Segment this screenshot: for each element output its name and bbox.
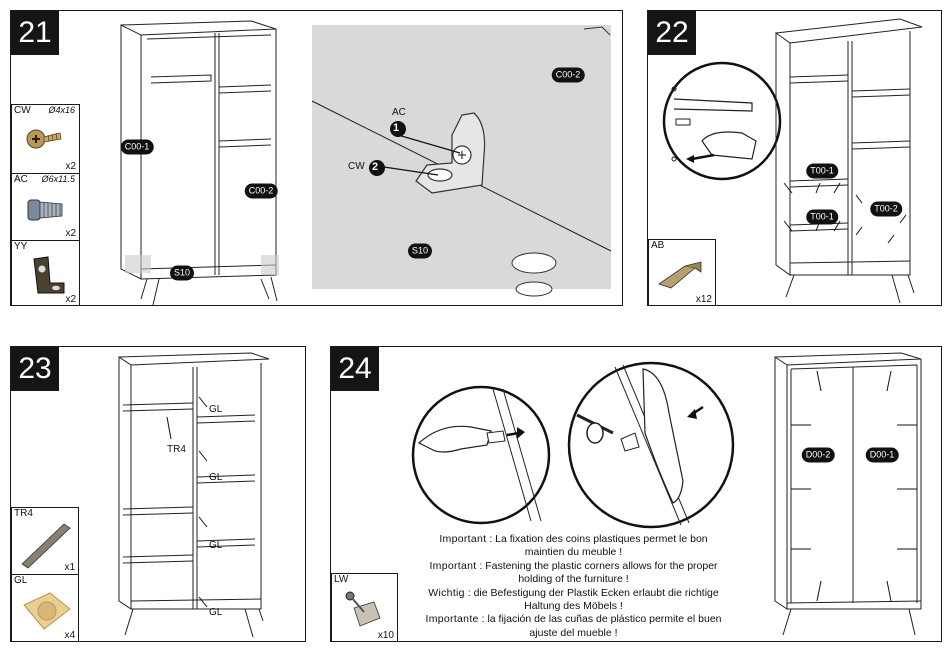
corner-insert-inset xyxy=(411,385,551,525)
important-notice: Important : La fixation des coins plasti… xyxy=(416,533,731,640)
part-size: Ø4x16 xyxy=(48,105,75,115)
part-qty: x2 xyxy=(65,294,76,305)
notice-fr: Important : La fixation des coins plasti… xyxy=(439,533,708,559)
notice-line: la fijación de las cuñas de plástico per… xyxy=(487,613,722,626)
hanging-rail-icon xyxy=(21,523,71,569)
angle-bracket-icon xyxy=(33,256,65,294)
step-number-badge: 23 xyxy=(11,347,59,391)
part-code: LW xyxy=(334,574,349,585)
door-tag-d002: D00-2 xyxy=(801,447,835,463)
bracket-detail-drawing xyxy=(311,26,612,297)
shelf-tag-t002: T00-2 xyxy=(870,201,902,217)
wardrobe-drawing xyxy=(775,18,923,304)
step-22-panel: 22 AB x12 xyxy=(647,10,942,306)
insert-nut-icon xyxy=(27,199,63,221)
notice-line: La fixation des coins plastiques permet … xyxy=(495,533,708,545)
notice-line: maintien du meuble ! xyxy=(524,546,623,559)
label-gl-2: GL xyxy=(209,472,223,483)
notice-en: Important : Fastening the plastic corner… xyxy=(429,559,718,586)
step-number-badge: 24 xyxy=(331,347,379,391)
screw-icon xyxy=(26,129,62,149)
step-number-badge: 21 xyxy=(11,11,59,55)
panel-tag-c001: C00-1 xyxy=(120,139,154,155)
notice-key: Important xyxy=(429,559,477,572)
label-gl-4: GL xyxy=(209,607,223,618)
step-23-panel: 23 TR4 x1 GL x4 xyxy=(10,346,306,642)
part-code: GL xyxy=(14,575,28,586)
part-tr4: TR4 x1 xyxy=(11,507,79,575)
zoom-tag-c002: C00-2 xyxy=(551,67,585,83)
step-21-panel: 21 CW Ø4x16 x2 AC Ø6x11.5 x2 YY x2 xyxy=(10,10,623,306)
part-ac: AC Ø6x11.5 x2 xyxy=(11,173,80,241)
notice-key: Importante xyxy=(425,613,479,626)
panel-tag-c002: C00-2 xyxy=(244,183,278,199)
shelf-support-icon xyxy=(23,592,71,630)
zoom-label-cw: CW xyxy=(348,161,365,172)
wardrobe-drawing xyxy=(118,352,270,638)
notice-line: ajuste del mueble ! xyxy=(529,626,618,639)
corner-clip-icon xyxy=(345,591,381,627)
label-gl-3: GL xyxy=(209,540,223,551)
shelf-pin-icon xyxy=(658,261,702,289)
part-lw: LW x10 xyxy=(331,573,398,641)
part-cw: CW Ø4x16 x2 xyxy=(11,104,80,174)
marker-1: 1 xyxy=(393,122,400,134)
shelf-tag-t001b: T00-1 xyxy=(806,209,838,225)
notice-line: Fastening the plastic corners allows for… xyxy=(485,559,718,572)
notice-line: Haltung des Möbels ! xyxy=(524,600,623,613)
notice-de: Wichtig : die Befestigung der Plastik Ec… xyxy=(428,586,719,613)
notice-line: die Befestigung der Plastik Ecken erlaub… xyxy=(473,586,719,599)
step-24-panel: 24 LW x10 Important : La fixation des co… xyxy=(330,346,942,642)
notice-line: holding of the furniture ! xyxy=(518,573,629,586)
notice-es: Importante : la fijación de las cuñas de… xyxy=(425,613,722,639)
part-ab: AB x12 xyxy=(648,239,716,305)
part-code: YY xyxy=(14,241,28,252)
part-code: CW xyxy=(14,105,31,116)
panel-tag-s10: S10 xyxy=(169,265,195,281)
part-qty: x1 xyxy=(64,562,75,573)
door-tag-d001: D00-1 xyxy=(865,447,899,463)
part-code: AB xyxy=(651,240,665,251)
part-qty: x12 xyxy=(695,294,712,305)
screw-fixing-inset xyxy=(567,361,735,529)
part-qty: x2 xyxy=(65,161,76,172)
notice-key: Wichtig xyxy=(428,586,465,599)
shelf-pin-inset xyxy=(662,61,782,181)
label-tr4: TR4 xyxy=(167,444,186,455)
part-code: TR4 xyxy=(14,508,33,519)
part-qty: x2 xyxy=(65,228,76,239)
part-code: AC xyxy=(14,174,28,185)
part-size: Ø6x11.5 xyxy=(41,174,75,184)
part-qty: x4 xyxy=(64,630,75,641)
wardrobe-doors-drawing xyxy=(774,352,922,636)
part-gl: GL x4 xyxy=(11,574,79,641)
marker-2: 2 xyxy=(372,161,379,173)
label-gl-1: GL xyxy=(209,404,223,415)
part-yy: YY x2 xyxy=(11,240,80,305)
zoom-tag-s10: S10 xyxy=(407,243,433,259)
zoom-detail: C00-2 S10 AC CW 1 2 xyxy=(311,25,612,297)
wardrobe-drawing xyxy=(120,20,279,305)
zoom-label-ac: AC xyxy=(392,107,406,118)
step-number-badge: 22 xyxy=(648,11,696,55)
shelf-tag-t001a: T00-1 xyxy=(806,163,838,179)
notice-key: Important xyxy=(439,533,487,545)
part-qty: x10 xyxy=(377,630,394,641)
